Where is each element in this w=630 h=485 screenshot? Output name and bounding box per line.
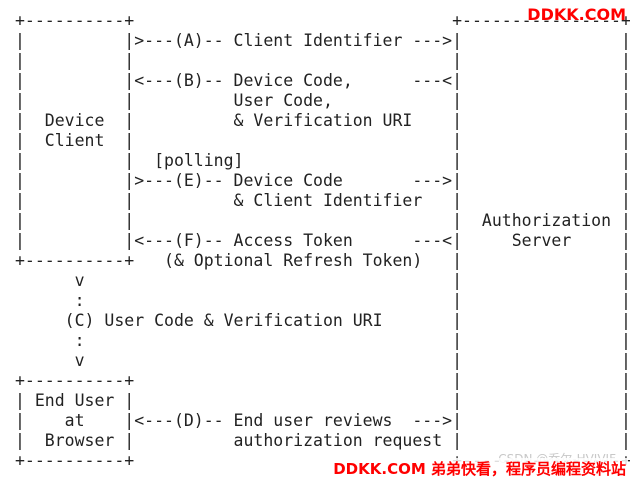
oauth-device-flow-diagram: +----------+ +----------------+| |>---(A… xyxy=(15,11,630,471)
diagram-line-10: | | & Client Identifier | | xyxy=(15,191,630,210)
diagram-line-18: v | | xyxy=(15,351,630,370)
diagram-line-19: +----------+ | | xyxy=(15,371,630,390)
diagram-line-7: | Client | | | xyxy=(15,131,630,150)
diagram-line-20: | End User | | | xyxy=(15,391,630,410)
watermark-bottom: DDKK.COM 弟弟快看，程序员编程资料站 xyxy=(331,458,628,479)
diagram-line-1: +----------+ +----------------+ xyxy=(15,11,630,30)
diagram-line-17: : | | xyxy=(15,331,630,350)
diagram-line-4: | |<---(B)-- Device Code, ---<| | xyxy=(15,71,630,90)
watermark-top: DDKK.COM xyxy=(527,5,626,24)
diagram-line-2: | |>---(A)-- Client Identifier --->| | xyxy=(15,31,630,50)
diagram-line-22: | Browser | authorization request | | xyxy=(15,431,630,450)
diagram-line-21: | at |<---(D)-- End user reviews --->| | xyxy=(15,411,630,430)
diagram-line-12: | |<---(F)-- Access Token ---<| Server | xyxy=(15,231,630,250)
diagram-line-8: | | [polling] | | xyxy=(15,151,630,170)
diagram-line-9: | |>---(E)-- Device Code --->| | xyxy=(15,171,630,190)
diagram-line-15: : | | xyxy=(15,291,630,310)
diagram-line-16: (C) User Code & Verification URI | | xyxy=(15,311,630,330)
diagram-line-14: v | | xyxy=(15,271,630,290)
diagram-line-5: | | User Code, | | xyxy=(15,91,630,110)
diagram-line-11: | | | Authorization | xyxy=(15,211,630,230)
diagram-line-6: | Device | & Verification URI | | xyxy=(15,111,630,130)
diagram-line-13: +----------+ (& Optional Refresh Token) … xyxy=(15,251,630,270)
diagram-line-3: | | | | xyxy=(15,51,630,70)
